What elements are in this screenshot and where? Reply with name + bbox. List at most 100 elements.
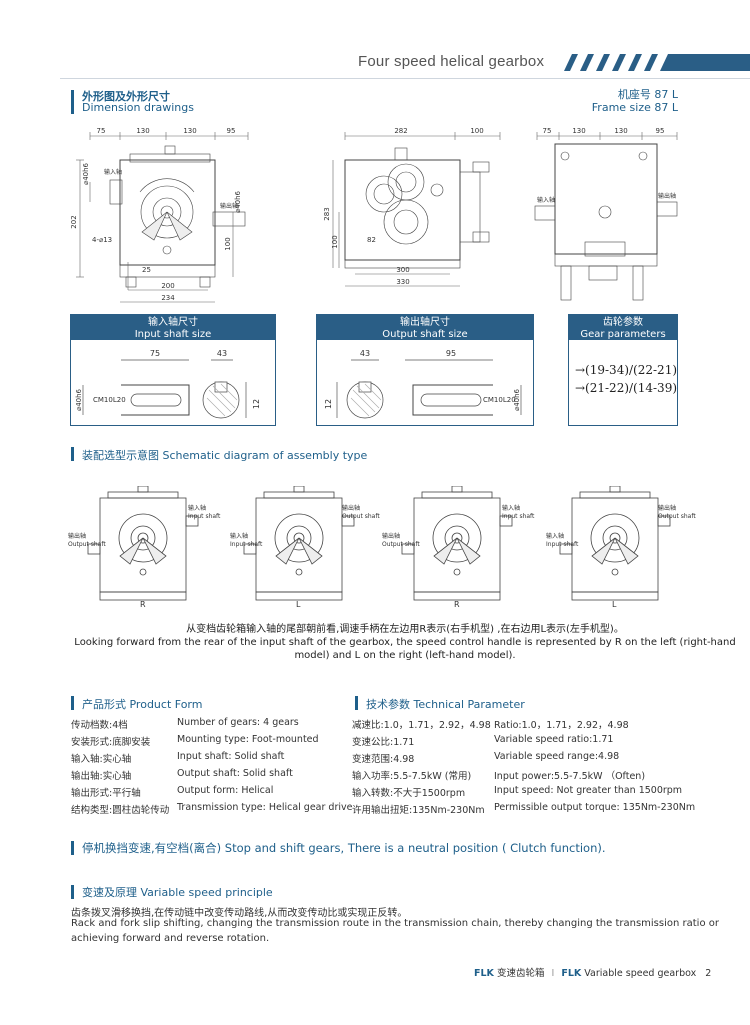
product-form-cn: 结构类型:圆柱齿轮传动 bbox=[71, 805, 170, 816]
tech-param-cn: 减速比:1.0，1.71，2.92，4.98 bbox=[352, 720, 491, 731]
tech-param-cn: 许用输出扭矩:135Nm-230Nm bbox=[352, 805, 485, 816]
frame-size-en: Frame size 87 L bbox=[591, 101, 678, 114]
key-spec: CM10L20 bbox=[483, 396, 516, 404]
assembly-type-label: L bbox=[296, 600, 301, 609]
tech-param-cn: 变速公比:1.71 bbox=[352, 737, 415, 748]
side-view-drawing: 282 100 283 100 300 330 82 bbox=[323, 127, 501, 287]
assembly-title: 装配选型示意图 Schematic diagram of assembly ty… bbox=[82, 449, 368, 462]
dim-282: 282 bbox=[394, 127, 407, 135]
section-marker bbox=[71, 885, 74, 899]
assembly-type-label: R bbox=[140, 600, 146, 609]
assembly-caption-en-1: Looking forward from the rear of the inp… bbox=[74, 637, 736, 648]
assembly-drawing bbox=[559, 485, 671, 601]
product-form-en: Output shaft: Solid shaft bbox=[177, 768, 293, 779]
principle-title: 变速及原理 Variable speed principle bbox=[82, 886, 273, 899]
rear-view-drawing: 75 130 130 95 输入轴 输出轴 bbox=[534, 127, 678, 301]
principle-text-en-2: achieving forward and reverse rotation. bbox=[71, 933, 270, 944]
section-marker bbox=[355, 696, 358, 710]
output-shaft-label-cn: 输出轴 bbox=[658, 505, 677, 512]
dim-top-1: 75 bbox=[543, 127, 552, 135]
dim-12: 12 bbox=[252, 399, 261, 409]
product-form-en: Output form: Helical bbox=[177, 785, 274, 796]
dim-330: 330 bbox=[396, 278, 409, 286]
dim-top-4: 95 bbox=[656, 127, 665, 135]
tech-param-en: Ratio:1.0，1.71，2.92，4.98 bbox=[494, 720, 629, 731]
tech-param-cn: 变速范围:4.98 bbox=[352, 754, 415, 765]
output-shaft-label-cn: 输出轴 bbox=[68, 533, 87, 540]
dim-100: 100 bbox=[224, 237, 232, 250]
label-output: 输出轴 bbox=[658, 192, 676, 200]
product-form-cn: 传动档数:4档 bbox=[71, 720, 128, 731]
product-form-cn: 输出形式:平行轴 bbox=[71, 788, 141, 799]
tech-param-en: Input power:5.5-7.5kW （Often) bbox=[494, 771, 646, 782]
section-marker bbox=[71, 841, 74, 855]
input-shaft-box: 输入轴尺寸 Input shaft size 75 43 12 ⌀40h6 CM… bbox=[70, 314, 276, 426]
input-shaft-label-cn: 输入轴 bbox=[230, 533, 249, 540]
product-form-en: Number of gears: 4 gears bbox=[177, 717, 299, 728]
principle-text-en-1: Rack and fork slip shifting, changing th… bbox=[71, 918, 719, 929]
section-marker bbox=[71, 90, 74, 114]
page-header-title: Four speed helical gearbox bbox=[358, 53, 545, 70]
dim-43: 43 bbox=[217, 349, 227, 358]
principle-text-cn: 齿条拨叉滑移换挡,在传动链中改变传动路线,从而改变传动比或实现正反转。 bbox=[71, 908, 408, 919]
assembly-drawing bbox=[401, 485, 513, 601]
label-output: 输出轴 bbox=[220, 202, 238, 210]
product-form-title: 产品形式 Product Form bbox=[82, 698, 203, 711]
tech-param-cn: 输入转数:不大于1500rpm bbox=[352, 788, 466, 799]
footer: FLK 变速齿轮箱 I FLK Variable speed gearbox 2 bbox=[474, 965, 711, 979]
assembly-caption-en-2: model) and L on the right (left-hand mod… bbox=[294, 650, 516, 661]
footer-sep: I bbox=[551, 968, 555, 979]
page-number: 2 bbox=[705, 968, 712, 979]
header-divider bbox=[60, 78, 750, 79]
output-shaft-label-en: Output shaft bbox=[68, 541, 106, 548]
input-shaft-header: 输入轴尺寸 Input shaft size bbox=[71, 315, 275, 340]
gear-line-2: →(21-22)/(14-39) bbox=[575, 381, 678, 395]
assembly-item bbox=[68, 485, 218, 614]
input-shaft-label-en: Input shaft bbox=[188, 513, 221, 520]
tech-param-cn: 输入功率:5.5-7.5kW (常用) bbox=[352, 771, 472, 782]
product-form-en: Input shaft: Solid shaft bbox=[177, 751, 285, 762]
frame-size-cn: 机座号 87 L bbox=[617, 88, 678, 101]
output-shaft-label-en: Output shaft bbox=[342, 513, 380, 520]
footer-en: Variable speed gearbox bbox=[584, 968, 697, 979]
tech-param-en: Variable speed ratio:1.71 bbox=[494, 734, 614, 745]
output-shaft-label-en: Output shaft bbox=[658, 513, 696, 520]
gear-params-header: 齿轮参数 Gear parameters bbox=[569, 315, 677, 340]
dim-12: 12 bbox=[324, 399, 333, 409]
output-shaft-label-en: Output shaft bbox=[382, 541, 420, 548]
dim-shaft: ⌀40h6 bbox=[82, 162, 90, 185]
dim-300: 300 bbox=[396, 266, 409, 274]
input-shaft-label-en: Input shaft bbox=[502, 513, 535, 520]
tech-param-en: Input speed: Not greater than 1500rpm bbox=[494, 785, 683, 796]
product-form-en: Transmission type: Helical gear drive bbox=[177, 802, 353, 813]
dim-43: 43 bbox=[360, 349, 370, 358]
tech-param-title: 技术参数 Technical Parameter bbox=[366, 698, 525, 711]
dim-diameter: ⌀40h6 bbox=[75, 388, 83, 411]
input-shaft-drawing: 75 43 12 ⌀40h6 CM10L20 bbox=[75, 349, 261, 419]
input-shaft-label-cn: 输入轴 bbox=[502, 505, 521, 512]
label-input: 输入轴 bbox=[537, 196, 555, 204]
gear-params-box: 齿轮参数 Gear parameters →(19-34)/(22-21) →(… bbox=[568, 314, 678, 426]
dim-top-1: 75 bbox=[97, 127, 106, 135]
dim-holes: 4-⌀13 bbox=[92, 236, 112, 244]
dim-diameter: ⌀40h6 bbox=[513, 388, 521, 411]
product-form-cn: 输入轴:实心轴 bbox=[71, 754, 132, 765]
output-shaft-box: 输出轴尺寸 Output shaft size 43 95 12 ⌀40h6 C… bbox=[316, 314, 534, 426]
assembly-drawing bbox=[87, 485, 199, 601]
dim-100-side: 100 bbox=[331, 235, 339, 248]
input-shaft-label-en: Input shaft bbox=[230, 541, 263, 548]
dim-shaft-2: ⌀40h6 bbox=[234, 190, 242, 213]
footer-brand: FLK bbox=[474, 968, 494, 979]
key-spec: CM10L20 bbox=[93, 396, 126, 404]
dim-top-2: 130 bbox=[572, 127, 585, 135]
dimension-title-en: Dimension drawings bbox=[82, 101, 194, 114]
gear-line-1: →(19-34)/(22-21) bbox=[575, 363, 678, 377]
footer-brand-2: FLK bbox=[561, 968, 582, 979]
section-marker bbox=[71, 696, 74, 710]
header-stripes bbox=[564, 54, 750, 71]
footer-cn: 变速齿轮箱 bbox=[496, 968, 545, 979]
dim-283: 283 bbox=[323, 207, 331, 220]
product-form-cn: 安装形式:底脚安装 bbox=[71, 737, 151, 748]
dim-25: 25 bbox=[142, 266, 151, 274]
dim-75: 75 bbox=[150, 349, 160, 358]
